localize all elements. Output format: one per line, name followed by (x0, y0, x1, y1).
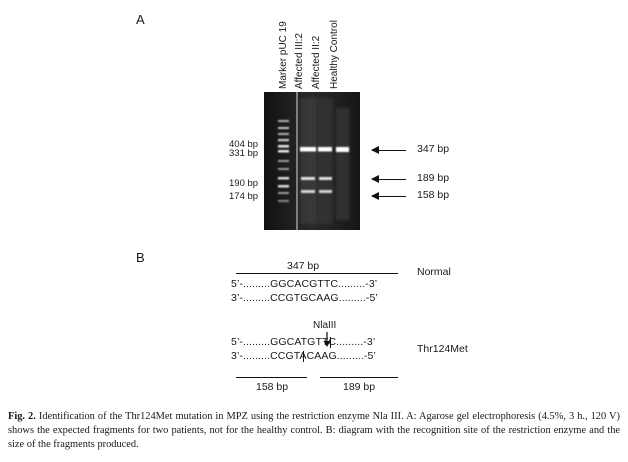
right-label-158bp: 158 bp (417, 189, 450, 201)
lane-label-healthy-control: Healthy Control (329, 20, 340, 89)
fragment-158-line (236, 377, 307, 379)
normal-seq-bottom: 3’-.........CCGTGCAAG.........-5’ (231, 292, 378, 304)
mutant-label: Thr124Met (417, 343, 468, 355)
lane-label-affected-iii2: Affected III:2 (294, 33, 305, 89)
right-label-189bp: 189 bp (417, 172, 450, 184)
normal-label: Normal (417, 266, 451, 278)
caption-text: Identification of the Thr124Met mutation… (8, 411, 621, 450)
fragment-158-label: 158 bp (256, 381, 289, 393)
normal-fragment-label: 347 bp (287, 260, 320, 272)
gel-lane-smear-1 (300, 98, 317, 224)
caption-prefix: Fig. 2. (8, 411, 36, 422)
arrow-158bp (371, 190, 406, 202)
left-label-404bp: 404 bp (229, 139, 259, 150)
enzyme-label: NlaIII (313, 320, 337, 331)
arrow-189bp (371, 173, 406, 185)
gel-image (264, 92, 360, 230)
fragment-189-line (320, 377, 398, 379)
gel-lane-smear-3 (336, 108, 350, 220)
arrow-347bp (371, 144, 406, 156)
sample-bands (300, 147, 349, 193)
figure-caption: Fig. 2. Identification of the Thr124Met … (8, 410, 620, 452)
marker-ladder (278, 120, 289, 202)
cut-mark-bottom (303, 351, 304, 362)
fragment-189-label: 189 bp (343, 381, 376, 393)
left-label-174bp: 174 bp (229, 191, 259, 202)
cut-site-arrow-icon (323, 332, 331, 347)
mutant-seq-top: 5’-.........GGCATGTTC.........-3’ (231, 336, 376, 348)
left-label-331bp: 331 bp (229, 148, 259, 159)
gel-lane-smear-2 (318, 98, 333, 224)
panel-a-label: A (136, 12, 145, 27)
normal-fragment-line (236, 273, 398, 275)
normal-seq-top: 5’-.........GGCACGTTC.........-3’ (231, 278, 378, 290)
lane-label-affected-ii2: Affected II:2 (311, 35, 322, 89)
left-label-190bp: 190 bp (229, 178, 259, 189)
lane-label-marker: Marker pUC 19 (278, 21, 289, 89)
right-label-347bp: 347 bp (417, 143, 450, 155)
cut-mark-top (330, 337, 331, 348)
panel-b-label: B (136, 250, 145, 265)
